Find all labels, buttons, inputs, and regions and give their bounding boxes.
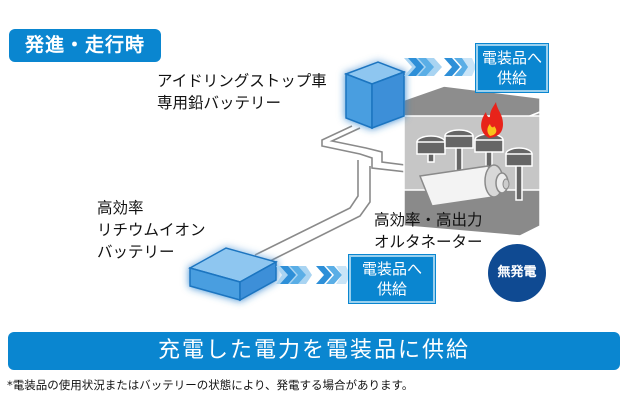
no-generation-badge: 無発電 bbox=[488, 244, 546, 302]
supply-box-bottom-line2: 供給 bbox=[376, 280, 407, 298]
supply-box-top: 電装品へ 供給 bbox=[476, 44, 548, 92]
supply-box-top-line1: 電装品へ bbox=[481, 49, 542, 67]
liion-battery-label-line1: 高効率 bbox=[97, 199, 144, 217]
mode-badge: 発進・走行時 bbox=[9, 29, 161, 62]
lead-battery-label-line1: アイドリングストップ車 bbox=[157, 72, 327, 90]
chevron-arrow-icon bbox=[404, 58, 476, 76]
liion-battery-illustration bbox=[188, 247, 278, 302]
supply-box-top-line2: 供給 bbox=[496, 69, 527, 87]
liion-battery-label-line3: バッテリー bbox=[97, 243, 175, 261]
chevron-arrow-icon bbox=[276, 266, 350, 284]
lead-battery-illustration bbox=[343, 61, 407, 130]
alternator-label: 高効率・高出力 オルタネーター bbox=[374, 209, 483, 253]
alternator-label-line1: 高効率・高出力 bbox=[374, 211, 483, 229]
lead-battery-label-line2: 専用鉛バッテリー bbox=[157, 94, 282, 112]
summary-banner: 充電した電力を電装品に供給 bbox=[8, 332, 620, 370]
supply-box-bottom-line1: 電装品へ bbox=[361, 260, 422, 278]
engine-illustration bbox=[403, 85, 541, 237]
lead-battery-label: アイドリングストップ車 専用鉛バッテリー bbox=[157, 70, 327, 114]
supply-box-bottom: 電装品へ 供給 bbox=[349, 255, 435, 303]
flame-icon bbox=[481, 102, 503, 138]
cable-lead-to-alternator bbox=[321, 125, 461, 179]
alternator-label-line2: オルタネーター bbox=[374, 233, 483, 251]
footnote: *電装品の使用状況またはバッテリーの状態により、発電する場合があります。 bbox=[7, 378, 414, 392]
liion-battery-label-line2: リチウムイオン bbox=[97, 221, 206, 239]
cable-liion-to-alternator bbox=[254, 160, 371, 263]
liion-battery-label: 高効率 リチウムイオン バッテリー bbox=[97, 197, 206, 263]
